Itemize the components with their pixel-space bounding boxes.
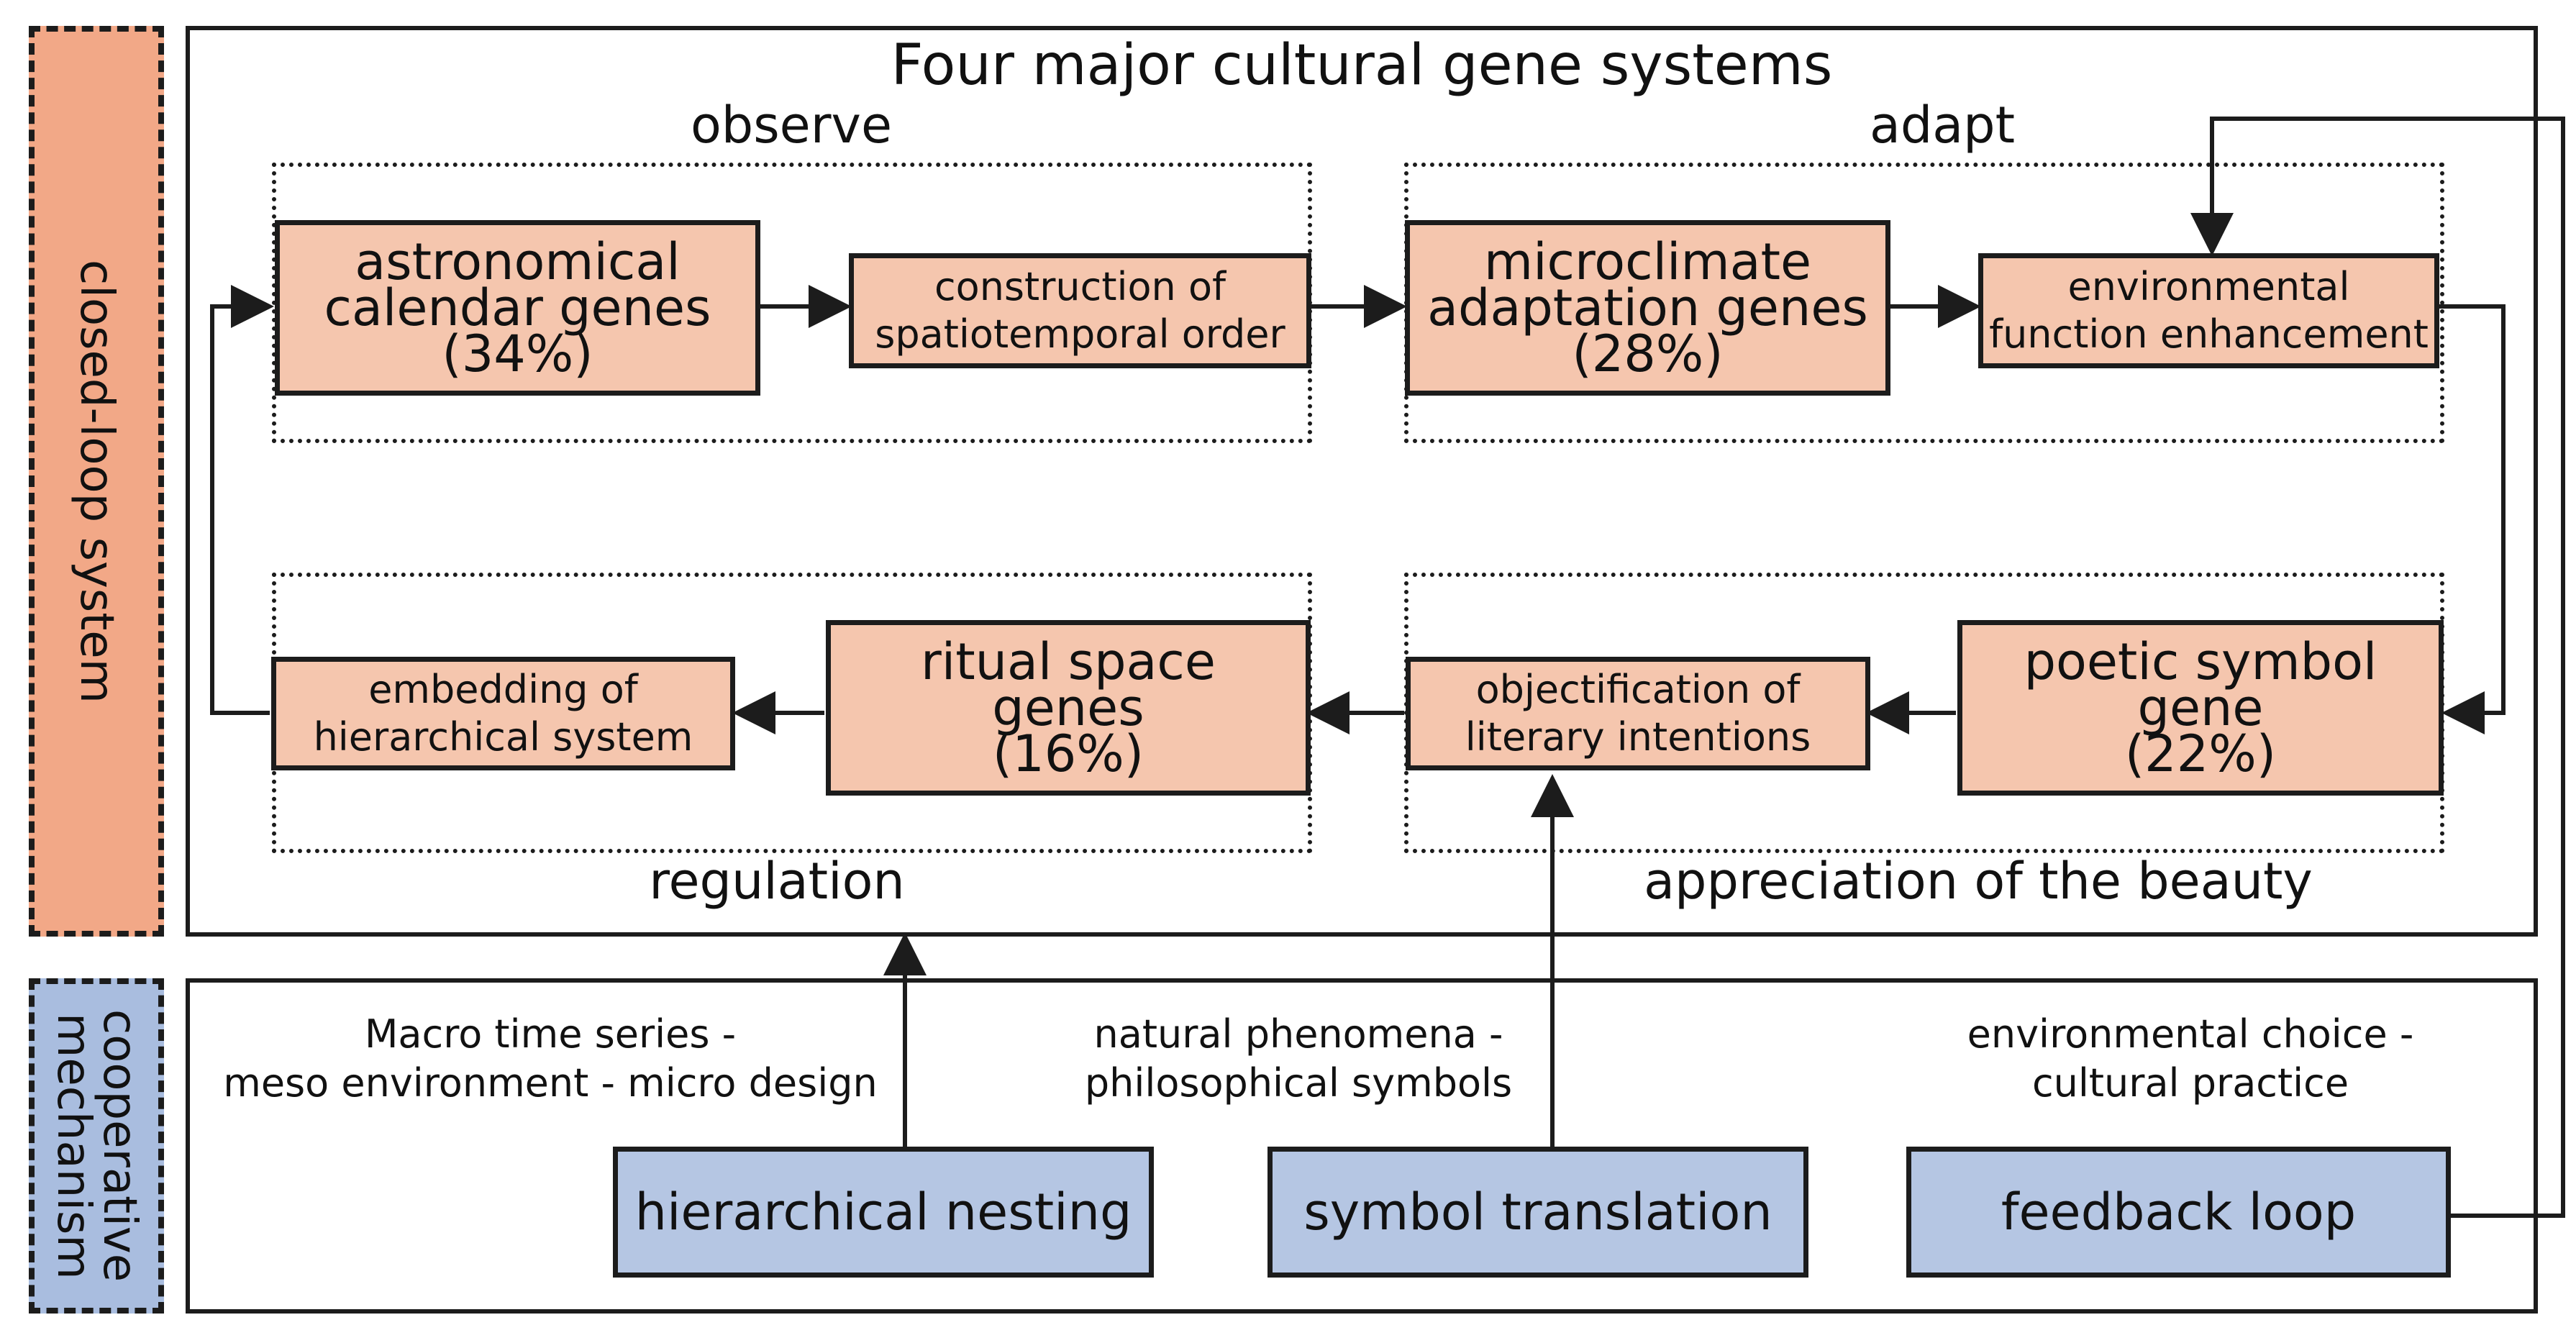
- cooperative-mechanism-text: cooperative mechanism: [47, 1009, 146, 1283]
- poetic-symbol-gene-box: poetic symbol gene (22%): [1957, 620, 2444, 796]
- literary-intentions-box: objectification of literary intentions: [1406, 657, 1870, 770]
- environmental-function-box: environmental function enhancement: [1978, 253, 2439, 368]
- arrow-environmental-to-poetic: [2439, 304, 2506, 734]
- feedback-loop-box: feedback loop: [1906, 1147, 2451, 1278]
- ritual-space-genes-box: ritual space genes (16%): [826, 620, 1311, 796]
- group-label-beauty: appreciation of the beauty: [1644, 852, 2313, 911]
- translation-description: natural phenomena - philosophical symbol…: [1084, 1011, 1513, 1106]
- mechanism-frame: [186, 978, 2538, 1314]
- closed-loop-system-text: closed-loop system: [70, 259, 123, 704]
- cooperative-mechanism-label: cooperative mechanism: [29, 978, 164, 1314]
- hierarchical-nesting-box: hierarchical nesting: [613, 1147, 1154, 1278]
- symbol-translation-box: symbol translation: [1267, 1147, 1808, 1278]
- arrow-embedding-to-astronomical: [210, 285, 274, 715]
- nesting-description: Macro time series - meso environment - m…: [223, 1011, 878, 1106]
- astronomical-calendar-genes-box: astronomical calendar genes (34%): [275, 220, 760, 396]
- embedding-hierarchical-box: embedding of hierarchical system: [271, 657, 735, 770]
- group-label-regulation: regulation: [649, 852, 905, 911]
- microclimate-adaptation-genes-box: microclimate adaptation genes (28%): [1405, 220, 1890, 396]
- feedback-description: environmental choice - cultural practice: [1967, 1011, 2414, 1106]
- group-label-observe: observe: [690, 96, 893, 155]
- spatiotemporal-order-box: construction of spatiotemporal order: [849, 253, 1311, 368]
- diagram-title: Four major cultural gene systems: [891, 33, 1833, 98]
- group-label-adapt: adapt: [1869, 96, 2016, 155]
- closed-loop-system-label: closed-loop system: [29, 26, 164, 937]
- gene-systems-frame: [186, 26, 2538, 937]
